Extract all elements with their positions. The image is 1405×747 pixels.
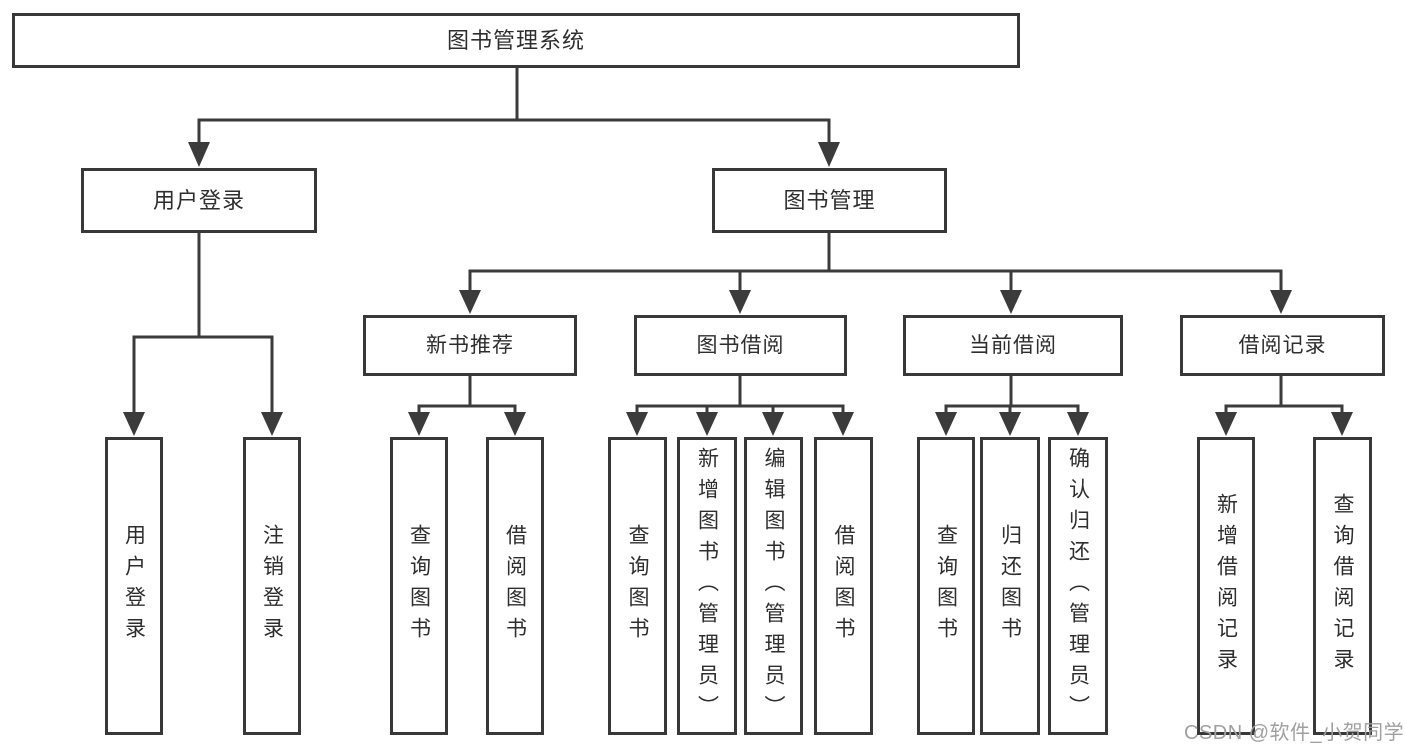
leaf-confirm-return-admin: 确认归还（管理员） — [1048, 437, 1108, 735]
node-book-borrowing: 图书借阅 — [634, 315, 847, 376]
node-new-book-recommend: 新书推荐 — [363, 315, 577, 376]
node-book-management-module: 图书管理 — [712, 168, 947, 233]
leaf-query-books-recommend: 查询图书 — [390, 437, 448, 735]
leaf-query-books-current: 查询图书 — [917, 437, 975, 735]
node-root-system: 图书管理系统 — [12, 13, 1020, 68]
leaf-return-book: 归还图书 — [980, 437, 1040, 735]
arrowheads — [123, 142, 1353, 436]
leaf-query-borrow-record: 查询借阅记录 — [1313, 437, 1372, 735]
leaf-add-book-admin: 新增图书（管理员） — [677, 437, 737, 735]
leaf-borrow-books-recommend: 借阅图书 — [486, 437, 544, 735]
leaf-add-borrow-record: 新增借阅记录 — [1197, 437, 1255, 735]
leaf-borrow-books-borrowing: 借阅图书 — [814, 437, 873, 735]
node-borrowing-records: 借阅记录 — [1180, 315, 1385, 376]
leaf-edit-book-admin: 编辑图书（管理员） — [744, 437, 803, 735]
leaf-query-books-borrowing: 查询图书 — [608, 437, 667, 735]
watermark: CSDN @软件_小贺同学 — [1184, 722, 1405, 744]
leaf-logout: 注销登录 — [243, 437, 301, 735]
node-current-borrowing: 当前借阅 — [903, 315, 1123, 376]
leaf-user-login: 用户登录 — [105, 437, 163, 735]
node-user-login-module: 用户登录 — [81, 168, 317, 233]
